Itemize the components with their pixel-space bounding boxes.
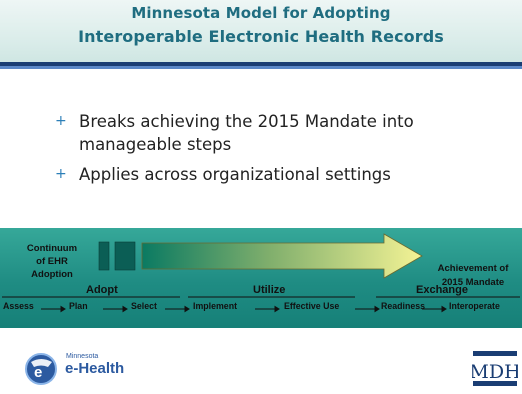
ehr-continuum-diagram: Continuum of EHR Adoption Achievement of… <box>0 228 522 328</box>
ehealth-globe-icon: e <box>25 353 57 385</box>
phase-exchange: Exchange <box>416 284 468 296</box>
logo-minnesota-text: Minnesota <box>66 353 99 360</box>
step-select: Select <box>131 301 157 311</box>
title-rule-dark <box>0 62 522 66</box>
svg-text:e: e <box>34 364 42 381</box>
slide-title-line-2: Interoperable Electronic Health Records <box>78 27 444 46</box>
mandate-label: Achievement of 2015 Mandate <box>437 263 509 288</box>
title-header: Minnesota Model for Adopting Interoperab… <box>0 0 522 62</box>
step-implement: Implement <box>193 301 237 311</box>
bullet-text: Applies across organizational settings <box>79 165 391 184</box>
progress-block-2 <box>114 241 136 271</box>
mdh-logo-letters: MDH <box>472 361 518 383</box>
bullet-list: + Breaks achieving the 2015 Mandate into… <box>54 110 494 193</box>
progress-block-1 <box>98 241 110 271</box>
step-effective-use: Effective Use <box>284 301 340 311</box>
step-readiness: Readiness <box>381 301 426 311</box>
title-rule-light <box>0 66 522 69</box>
logo-ehealth-text: e-Health <box>65 360 125 377</box>
bullet-plus-icon: + <box>55 166 67 182</box>
step-assess: Assess <box>3 301 34 311</box>
slide-title-line-1: Minnesota Model for Adopting <box>131 4 391 22</box>
mdh-logo: MDH <box>469 350 521 388</box>
adoption-arrow <box>141 233 423 279</box>
step-plan: Plan <box>69 301 88 311</box>
step-interoperate: Interoperate <box>449 301 500 311</box>
mdh-logo-mark: MDH <box>469 351 521 386</box>
bullet-text: Breaks achieving the 2015 Mandate into m… <box>79 112 414 154</box>
diagram-graphics <box>2 233 520 313</box>
bullet-plus-icon: + <box>55 113 67 129</box>
phase-adopt: Adopt <box>86 284 118 296</box>
step-arrows <box>41 305 447 313</box>
phase-utilize: Utilize <box>253 284 286 296</box>
bullet-item: + Applies across organizational settings <box>54 163 494 186</box>
bullet-item: + Breaks achieving the 2015 Mandate into… <box>54 110 494 156</box>
minnesota-ehealth-logo: e Minnesota e-Health <box>22 350 132 386</box>
continuum-label: Continuum of EHR Adoption <box>26 243 78 280</box>
